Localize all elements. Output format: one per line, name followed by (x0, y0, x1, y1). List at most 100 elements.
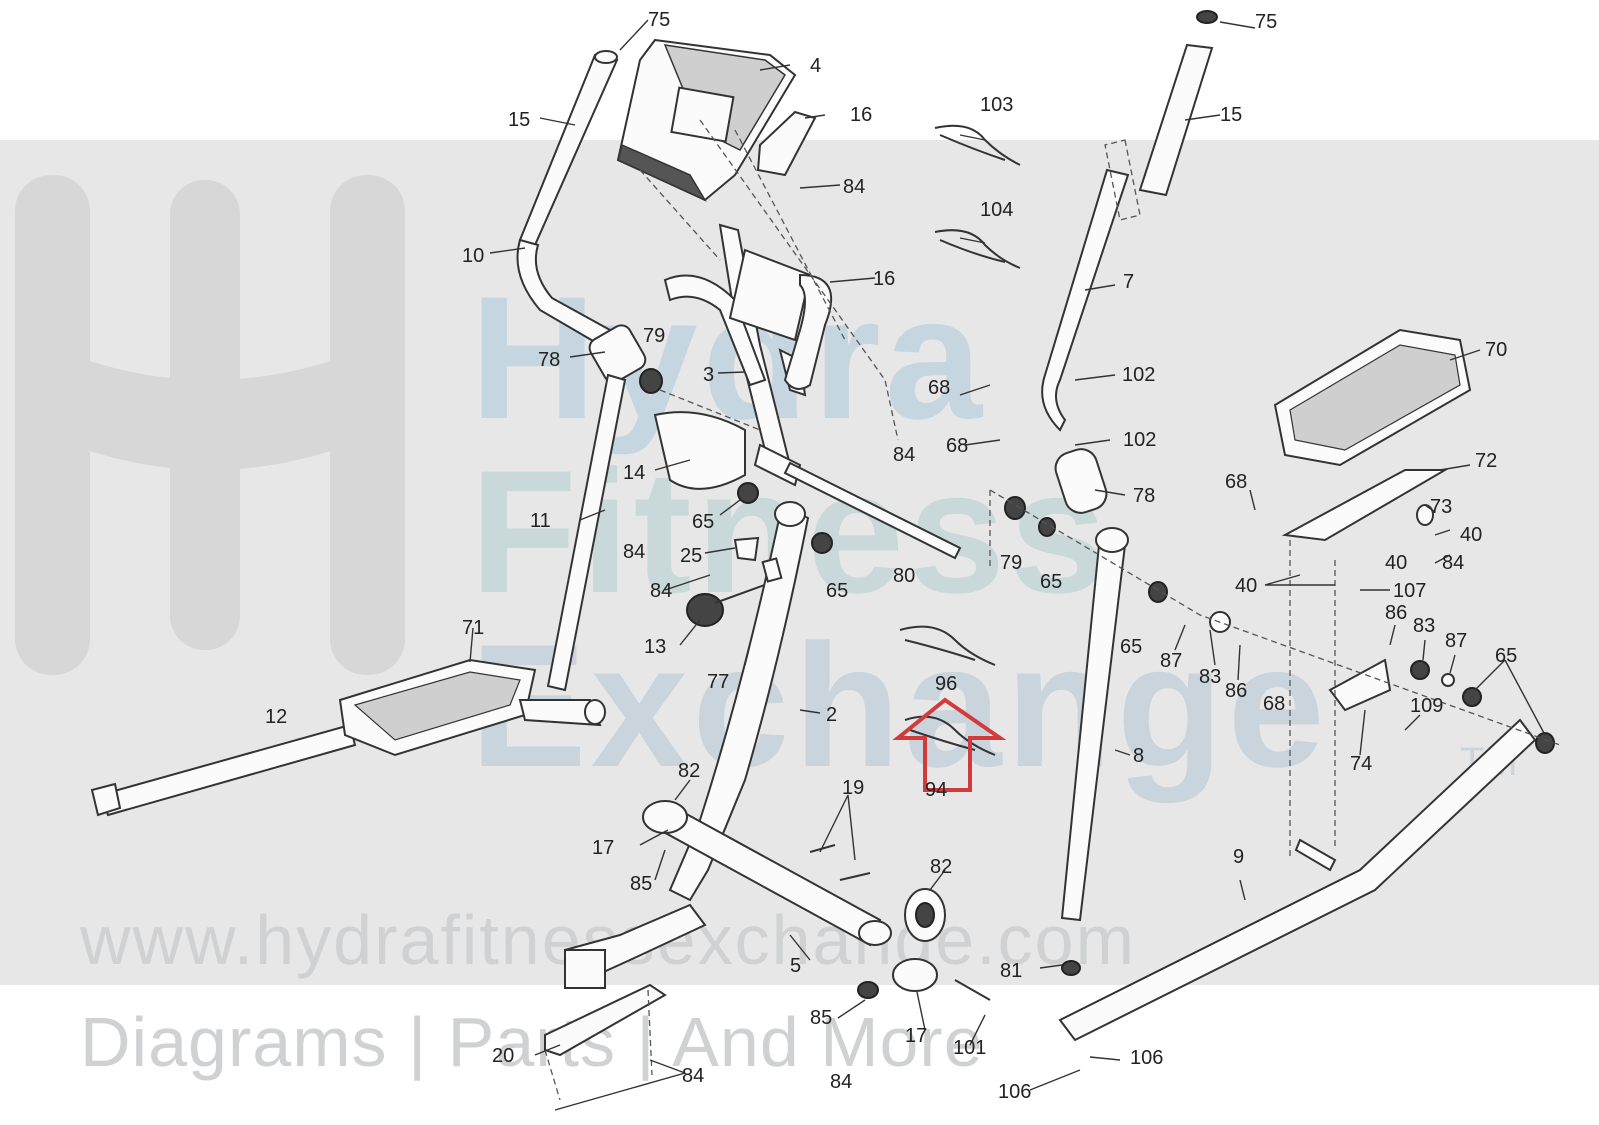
handlebar-7-right (1041, 168, 1130, 432)
pedal-70-right (1273, 328, 1472, 467)
axle-80 (783, 461, 962, 560)
pivot-bushing-78-right (1054, 448, 1108, 514)
leader-lines (469, 19, 1546, 1111)
callout-15: 15 (508, 109, 530, 131)
callout-102: 102 (1122, 364, 1155, 386)
callout-87: 87 (1445, 630, 1467, 652)
callout-40: 40 (1385, 552, 1407, 574)
callout-78: 78 (538, 349, 560, 371)
callout-4: 4 (810, 55, 821, 77)
callout-19: 19 (842, 777, 864, 799)
watermark-brand-line-3: Exchange (470, 609, 1329, 804)
callout-68: 68 (946, 435, 968, 457)
callout-40: 40 (1460, 524, 1482, 546)
callout-86: 86 (1225, 680, 1247, 702)
callout-96: 96 (935, 673, 957, 695)
callout-85: 85 (810, 1007, 832, 1029)
callout-86: 86 (1385, 602, 1407, 624)
pedal-arm-12 (90, 723, 357, 817)
callout-8: 8 (1133, 745, 1144, 767)
callout-65: 65 (692, 511, 714, 533)
callout-20: 20 (492, 1045, 514, 1067)
callout-106: 106 (998, 1081, 1031, 1103)
callout-12: 12 (265, 706, 287, 728)
callout-107: 107 (1393, 580, 1426, 602)
pedal-bracket-74 (1328, 658, 1392, 712)
callout-75: 75 (648, 9, 670, 31)
callout-2: 2 (826, 704, 837, 726)
callout-65: 65 (1495, 645, 1517, 667)
callout-104: 104 (980, 199, 1013, 221)
callout-10: 10 (462, 245, 484, 267)
callout-13: 13 (644, 636, 666, 658)
callout-84: 84 (650, 580, 672, 602)
bracket-25 (733, 536, 760, 562)
handle-cap-75-right (1196, 10, 1218, 24)
small-bushings-65-left (737, 482, 833, 554)
callout-40: 40 (1235, 575, 1257, 597)
callout-11: 11 (530, 510, 551, 532)
handlebar-left-lower (546, 373, 627, 692)
callout-16: 16 (850, 104, 872, 126)
bolts-19-101 (809, 844, 991, 1001)
wire-harness-103 (934, 124, 1021, 166)
watermark-logo-icon (15, 175, 405, 675)
knob-13 (686, 582, 771, 627)
callout-84: 84 (830, 1071, 852, 1093)
callout-70: 70 (1485, 339, 1507, 361)
callout-7: 7 (1123, 271, 1134, 293)
wire-harness-104 (934, 229, 1021, 269)
callout-65: 65 (1040, 571, 1062, 593)
callout-73: 73 (1430, 496, 1452, 518)
callout-84: 84 (843, 176, 865, 198)
watermark-tagline: Diagrams | Parts | And More (80, 1003, 984, 1081)
stabilizer-20 (544, 983, 667, 1057)
callout-84: 84 (623, 541, 645, 563)
callout-17: 17 (905, 1025, 927, 1047)
highlight-arrow-icon (892, 697, 1007, 792)
pedal-plate-72 (1281, 469, 1449, 542)
callout-80: 80 (893, 565, 915, 587)
callout-78: 78 (1133, 485, 1155, 507)
callout-82: 82 (930, 856, 952, 878)
callout-103: 103 (980, 94, 1013, 116)
callout-14: 14 (623, 462, 645, 484)
callout-81: 81 (1000, 960, 1022, 982)
callout-102: 102 (1123, 429, 1156, 451)
callout-79: 79 (1000, 552, 1022, 574)
callout-74: 74 (1350, 753, 1372, 775)
callout-9: 9 (1233, 846, 1244, 868)
washer-parts-right (1209, 504, 1555, 754)
handle-grip-15-right (1138, 43, 1214, 197)
callout-25: 25 (680, 545, 702, 567)
console-bracket-16 (728, 110, 833, 390)
callout-83: 83 (1413, 615, 1435, 637)
link-arm-8-right (1060, 527, 1129, 922)
callout-85: 85 (630, 873, 652, 895)
assembly-dash-lines (544, 119, 1561, 1101)
pivot-bushing-79 (588, 324, 663, 394)
wire-harness-96 (899, 625, 996, 666)
callout-83: 83 (1199, 666, 1221, 688)
water-bottle-holder-14 (653, 411, 746, 490)
console-assembly (616, 38, 797, 202)
callout-65: 65 (1120, 636, 1142, 658)
callout-101: 101 (953, 1037, 986, 1059)
callout-79: 79 (643, 325, 665, 347)
callout-5: 5 (790, 955, 801, 977)
callout-16: 16 (873, 268, 895, 290)
frame-5 (563, 800, 892, 989)
callout-77: 77 (707, 671, 729, 693)
callout-84: 84 (1442, 552, 1464, 574)
callout-71: 71 (462, 617, 484, 639)
callout-68: 68 (1225, 471, 1247, 493)
callout-109: 109 (1410, 695, 1443, 717)
callout-75: 75 (1255, 11, 1277, 33)
callout-84: 84 (893, 444, 915, 466)
frame-9-right (1058, 718, 1537, 1042)
callout-68: 68 (1263, 693, 1285, 715)
callout-17: 17 (592, 837, 614, 859)
link-arm-right-left-pedal (518, 699, 606, 727)
